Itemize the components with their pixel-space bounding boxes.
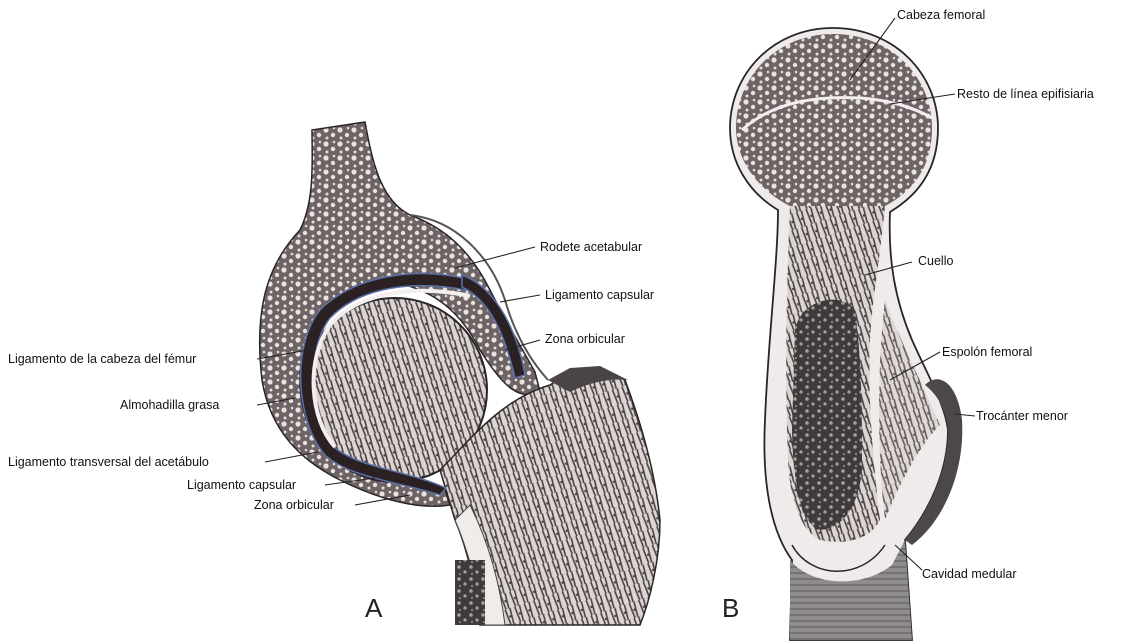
figure-b-femur-section: Cabeza femoral Resto de línea epifisiari… <box>722 8 1094 640</box>
label-espolon-femoral: Espolón femoral <box>942 345 1032 359</box>
femur-lower-base <box>455 560 485 625</box>
label-resto-linea-epifisiaria: Resto de línea epifisiaria <box>957 87 1094 101</box>
label-cabeza-femoral: Cabeza femoral <box>897 8 985 22</box>
leader-ligamento-capsular-top <box>500 295 540 302</box>
label-ligamento-capsular-top: Ligamento capsular <box>545 288 654 302</box>
label-zona-orbicular-top: Zona orbicular <box>545 332 625 346</box>
panel-label-b: B <box>722 593 739 623</box>
label-ligamento-capsular-bottom: Ligamento capsular <box>187 478 296 492</box>
medullary-core <box>792 300 862 530</box>
label-almohadilla-grasa: Almohadilla grasa <box>120 398 219 412</box>
label-ligamento-transversal: Ligamento transversal del acetábulo <box>8 455 209 469</box>
figure-a-hip-joint: Rodete acetabular Ligamento capsular Zon… <box>8 122 660 625</box>
label-rodete-acetabular: Rodete acetabular <box>540 240 642 254</box>
panel-label-a: A <box>365 593 383 623</box>
label-cavidad-medular: Cavidad medular <box>922 567 1017 581</box>
label-zona-orbicular-bottom: Zona orbicular <box>254 498 334 512</box>
label-trocanter-menor: Trocánter menor <box>976 409 1068 423</box>
label-ligamento-cabeza-femur: Ligamento de la cabeza del fémur <box>8 352 196 366</box>
label-cuello: Cuello <box>918 254 953 268</box>
